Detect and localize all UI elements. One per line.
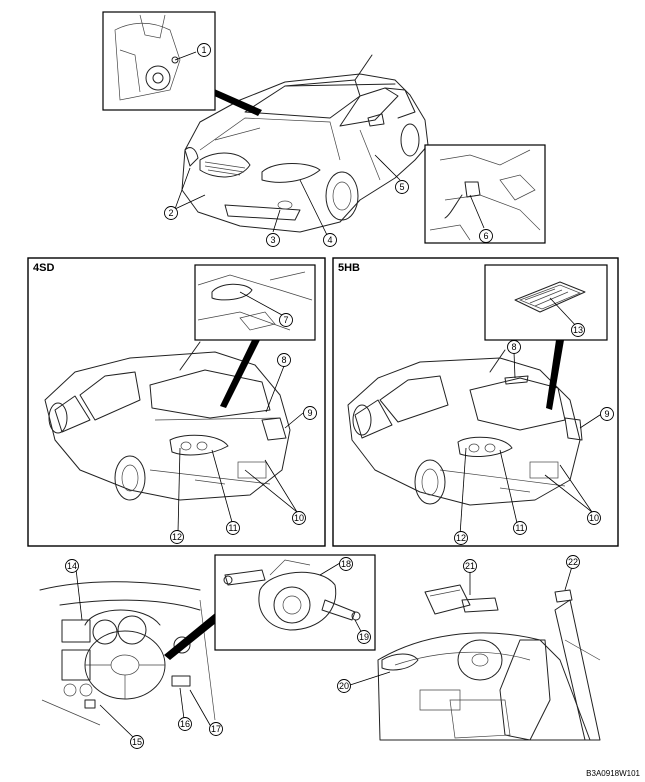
svg-text:8: 8 xyxy=(511,342,516,352)
svg-text:10: 10 xyxy=(589,513,599,523)
callout-3: 3 xyxy=(266,233,280,247)
sedan-panel-label: 4SD xyxy=(33,262,54,274)
hatch-panel xyxy=(332,257,619,547)
front-view-car xyxy=(181,54,429,233)
cabin-right-view xyxy=(377,599,601,741)
svg-text:4: 4 xyxy=(327,235,332,245)
svg-text:3: 3 xyxy=(270,235,275,245)
dashboard-left-view xyxy=(39,581,216,726)
callout-17: 17 xyxy=(209,722,223,736)
callout-16: 16 xyxy=(178,717,192,731)
inset-item-7 xyxy=(194,264,316,408)
svg-text:15: 15 xyxy=(132,737,142,747)
svg-text:17: 17 xyxy=(211,724,221,734)
callout-4: 4 xyxy=(323,233,337,247)
inset-item-13 xyxy=(484,264,608,410)
svg-text:16: 16 xyxy=(180,719,190,729)
svg-text:11: 11 xyxy=(515,523,524,533)
callout-6: 6 xyxy=(479,229,493,243)
callout-7: 7 xyxy=(279,313,293,327)
leader-lines xyxy=(75,51,604,738)
svg-text:6: 6 xyxy=(483,231,488,241)
svg-text:12: 12 xyxy=(172,532,182,542)
hatch-rear-car xyxy=(347,349,583,506)
svg-text:7: 7 xyxy=(283,315,288,325)
inset-items-18-19 xyxy=(164,554,376,660)
callout-2: 2 xyxy=(164,206,178,220)
figure-code: B3A0918W101 xyxy=(586,769,640,778)
callout-9-sedan: 9 xyxy=(303,406,317,420)
callout-18: 18 xyxy=(339,557,353,571)
svg-text:19: 19 xyxy=(359,632,369,642)
callout-1: 1 xyxy=(197,43,211,57)
inset-item-6 xyxy=(424,144,546,244)
svg-text:20: 20 xyxy=(339,681,349,691)
svg-text:22: 22 xyxy=(568,557,578,567)
inset-item-1 xyxy=(102,11,262,116)
svg-text:1: 1 xyxy=(201,45,206,55)
svg-text:13: 13 xyxy=(573,325,583,335)
svg-text:9: 9 xyxy=(307,408,312,418)
hatch-panel-label: 5HB xyxy=(338,262,360,274)
svg-text:11: 11 xyxy=(228,523,237,533)
svg-text:21: 21 xyxy=(465,561,475,571)
svg-text:5: 5 xyxy=(399,182,404,192)
callout-11-sedan: 11 xyxy=(226,521,240,535)
parts-21-22 xyxy=(424,584,573,615)
callout-14: 14 xyxy=(65,559,79,573)
callout-12-sedan: 12 xyxy=(170,530,184,544)
callout-8-sedan: 8 xyxy=(277,353,291,367)
callout-21: 21 xyxy=(463,559,477,573)
callout-11-hatch: 11 xyxy=(513,521,527,535)
callout-22: 22 xyxy=(566,555,580,569)
svg-text:10: 10 xyxy=(294,513,304,523)
callout-13: 13 xyxy=(571,323,585,337)
svg-text:18: 18 xyxy=(341,559,351,569)
svg-text:14: 14 xyxy=(67,561,77,571)
svg-text:9: 9 xyxy=(604,409,609,419)
callout-9-hatch: 9 xyxy=(600,407,614,421)
callout-8-hatch: 8 xyxy=(507,340,521,354)
callout-15: 15 xyxy=(130,735,144,749)
callout-20: 20 xyxy=(337,679,351,693)
callout-5: 5 xyxy=(395,180,409,194)
callout-10-hatch: 10 xyxy=(587,511,601,525)
sedan-panel xyxy=(27,257,326,547)
callout-10-sedan: 10 xyxy=(292,511,306,525)
callout-12-hatch: 12 xyxy=(454,531,468,545)
svg-text:12: 12 xyxy=(456,533,466,543)
sedan-rear-car xyxy=(44,341,291,501)
callout-19: 19 xyxy=(357,630,371,644)
svg-text:2: 2 xyxy=(168,208,173,218)
svg-text:8: 8 xyxy=(281,355,286,365)
